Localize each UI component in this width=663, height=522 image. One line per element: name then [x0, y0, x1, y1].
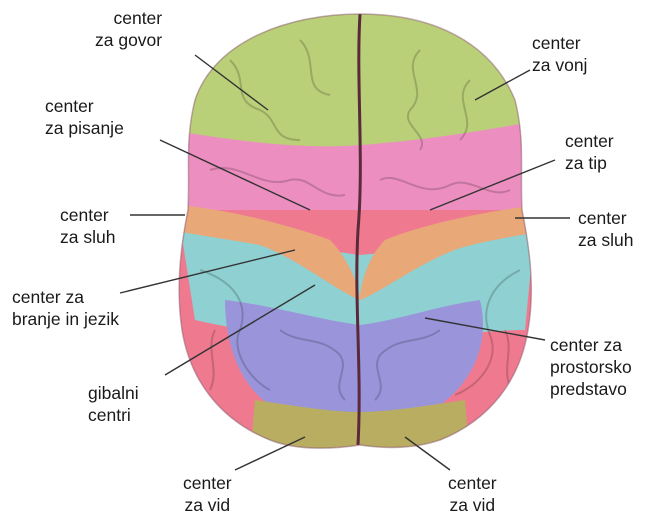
label-govor-line2: za govor [95, 29, 162, 51]
label-vid-right: center za vid [448, 472, 497, 516]
label-gibalni-line1: gibalni [88, 382, 139, 404]
label-prostorsko-line1: center za [550, 334, 632, 356]
label-prostorsko: center za prostorsko predstavo [550, 334, 632, 400]
label-vid-left: center za vid [183, 472, 232, 516]
label-pisanje: center za pisanje [45, 95, 124, 139]
label-pisanje-line1: center [45, 95, 124, 117]
label-gibalni: gibalni centri [88, 382, 139, 426]
label-sluh-left-line1: center [60, 204, 115, 226]
label-branje: center za branje in jezik [12, 286, 119, 330]
label-vonj-line2: za vonj [532, 54, 587, 76]
brain-regions [170, 0, 540, 460]
label-sluh-left: center za sluh [60, 204, 115, 248]
label-tip-line2: za tip [565, 152, 614, 174]
label-tip-line1: center [565, 130, 614, 152]
label-branje-line2: branje in jezik [12, 308, 119, 330]
label-vonj-line1: center [532, 32, 587, 54]
label-govor: center za govor [95, 7, 162, 51]
label-pisanje-line2: za pisanje [45, 117, 124, 139]
label-branje-line1: center za [12, 286, 119, 308]
label-tip: center za tip [565, 130, 614, 174]
label-govor-line1: center [95, 7, 162, 29]
label-sluh-right-line1: center [578, 207, 633, 229]
label-sluh-left-line2: za sluh [60, 226, 115, 248]
label-prostorsko-line3: predstavo [550, 378, 632, 400]
label-vid-left-line1: center [183, 472, 232, 494]
label-vid-right-line1: center [448, 472, 497, 494]
label-vid-right-line2: za vid [448, 494, 497, 516]
label-vonj: center za vonj [532, 32, 587, 76]
label-gibalni-line2: centri [88, 404, 139, 426]
label-prostorsko-line2: prostorsko [550, 356, 632, 378]
label-sluh-right-line2: za sluh [578, 229, 633, 251]
leader-vid-left [235, 437, 305, 470]
label-sluh-right: center za sluh [578, 207, 633, 251]
label-vid-left-line2: za vid [183, 494, 232, 516]
